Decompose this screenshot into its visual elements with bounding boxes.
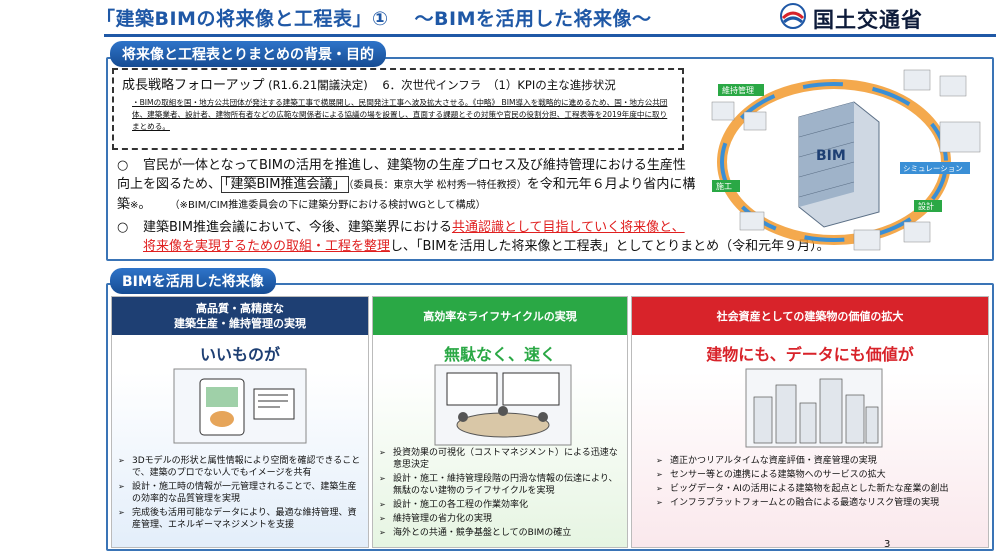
- bim-label-simulation: シミュレーション: [903, 164, 963, 173]
- list-item: 海外との共通・競争基盤としてのBIMの確立: [379, 527, 623, 539]
- title-sub: ～BIMを活用した将来像～: [414, 8, 652, 30]
- column-header: 高品質・高精度な建築生産・維持管理の実現: [112, 297, 368, 335]
- para2-text-b: し、「BIMを活用した将来像と工程表」としてとりまとめ（令和元年９月）。: [390, 239, 830, 254]
- mlit-logo: 国土交通省: [779, 2, 997, 34]
- list-item: 3Dモデルの形状と属性情報により空間を確認できることで、建築のプロでない人でもイ…: [118, 455, 364, 479]
- list-item: センサー等との連携による建築物へのサービスの拡大: [656, 469, 976, 481]
- page-number: 3: [884, 539, 891, 550]
- bim-label-construction: 施工: [716, 181, 732, 191]
- column-head-line2: 建築生産・維持管理の実現: [174, 317, 306, 330]
- para1-note: （※BIM/CIM推進委員会の下に建築分野における検討WGとして構成）: [169, 200, 486, 211]
- list-item: 投資効果の可視化（コストマネジメント）による迅速な意思決定: [379, 447, 623, 471]
- bullet-circle: ○: [117, 220, 129, 235]
- future-column-asset-value: 社会資産としての建築物の価値の拡大 建物にも、データにも価値が 適正かつリアルタ…: [631, 296, 989, 548]
- title-rule: [104, 34, 996, 37]
- bim-cycle-illustration: BIM 維持管理 施工 設計 シミュレーション: [711, 69, 981, 251]
- para1-text-a: 官民が一体となってBIMの活用を推進し、建築物の生産プロセス及び維持管理における…: [117, 158, 686, 192]
- column-bullets: 投資効果の可視化（コストマネジメント）による迅速な意思決定 設計・施工・維持管理…: [379, 447, 623, 541]
- city-data-illustration: [745, 368, 883, 448]
- section1-header: 将来像と工程表とりまとめの背景・目的: [110, 41, 386, 67]
- column-head-line1: 高効率なライフサイクルの実現: [423, 309, 577, 323]
- paragraph-2: ○ 建築BIM推進会議において、今後、建築業界における共通認識として目指していく将…: [117, 218, 967, 256]
- growth-title: 成長戦略フォローアップ: [122, 78, 265, 93]
- list-item: 維持管理の省力化の実現: [379, 513, 623, 525]
- growth-body: ・BIMの取組を国・地方公共団体が発注する建築工事で横展開し、民間発注工事へ波及…: [132, 97, 674, 133]
- tablet-illustration: [173, 368, 307, 444]
- list-item: 適正かつリアルタイムな資産評価・資産管理の実現: [656, 455, 976, 467]
- building-icon: BIM: [798, 101, 880, 228]
- page-title: 「建築BIMの将来像と工程表」① ～BIMを活用した将来像～: [96, 4, 652, 31]
- column-head-line1: 社会資産としての建築物の価値の拡大: [716, 309, 904, 323]
- list-item: 完成後も活用可能なデータにより、最適な維持管理、資産管理、エネルギーマネジメント…: [118, 507, 364, 531]
- column-bullets: 適正かつリアルタイムな資産評価・資産管理の実現 センサー等との連携による建築物へ…: [656, 455, 976, 511]
- mlit-logo-icon: [780, 3, 806, 29]
- column-header: 社会資産としての建築物の価値の拡大: [632, 297, 988, 335]
- future-column-lifecycle: 高効率なライフサイクルの実現 無駄なく、速く 投資効果の可視化（コストマネジメン…: [372, 296, 628, 548]
- bullet-circle: ○: [117, 158, 129, 173]
- growth-strategy-box: 成長戦略フォローアップ (R1.6.21閣議決定) 6．次世代インフラ （1）K…: [112, 68, 684, 150]
- bim-label-maintenance: 維持管理: [722, 85, 754, 95]
- office-meeting-illustration: [434, 364, 572, 446]
- growth-date: (R1.6.21閣議決定): [268, 78, 368, 92]
- para2-text-a: 建築BIM推進会議において、今後、建築業界における: [143, 220, 452, 235]
- growth-heading: 成長戦略フォローアップ (R1.6.21閣議決定) 6．次世代インフラ （1）K…: [122, 74, 674, 93]
- list-item: 設計・施工時の情報が一元管理されることで、建築生産の効率的な品質管理を実現: [118, 481, 364, 505]
- column-slogan: いいものが: [199, 345, 280, 364]
- para1-text-b: を令和元年６月より省内に構築: [117, 177, 696, 212]
- growth-item: 6．次世代インフラ （1）KPIの主な進捗状況: [382, 78, 616, 92]
- bim-center-label: BIM: [816, 148, 846, 164]
- column-slogan: 無駄なく、速く: [443, 345, 556, 364]
- column-head-line1: 高品質・高精度な: [196, 302, 284, 315]
- section2-frame: [106, 283, 994, 551]
- logo-text: 国土交通省: [813, 8, 923, 32]
- para2-red-2: 将来像を実現するための取組・工程を整理: [143, 239, 391, 254]
- column-bullets: 3Dモデルの形状と属性情報により空間を確認できることで、建築のプロでない人でもイ…: [118, 455, 364, 533]
- list-item: 設計・施工の各工程の作業効率化: [379, 499, 623, 511]
- paragraph-1: ○官民が一体となってBIMの活用を推進し、建築物の生産プロセス及び維持管理におけ…: [117, 156, 697, 215]
- title-main: 「建築BIMの将来像と工程表」①: [96, 8, 389, 30]
- section1-frame: [106, 57, 994, 261]
- list-item: インフラプラットフォームとの融合による最適なリスク管理の実現: [656, 497, 976, 509]
- para1-text-c: 。: [138, 197, 152, 212]
- para1-chair: （委員長：東京大学 松村秀一特任教授）: [348, 180, 527, 191]
- column-header: 高効率なライフサイクルの実現: [373, 297, 627, 335]
- growth-body-text: ・BIMの取組を国・地方公共団体が発注する建築工事で横展開し、民間発注工事へ波及…: [132, 98, 668, 131]
- column-slogan: 建物にも、データにも価値が: [706, 345, 914, 364]
- list-item: 設計・施工・維持管理段階の円滑な情報の伝達により、無駄のない建物のライフサイクル…: [379, 473, 623, 497]
- bim-label-design: 設計: [918, 201, 934, 211]
- para2-red-1: 共通認識として目指していく将来像と、: [451, 220, 685, 235]
- section2-header: BIMを活用した将来像: [110, 268, 276, 294]
- list-item: ビッグデータ・AIの活用による建築物を起点とした新たな産業の創出: [656, 483, 976, 495]
- para1-boxed: 「建築BIM推進会議」: [221, 176, 349, 193]
- para1-note-mark: ※: [130, 200, 139, 211]
